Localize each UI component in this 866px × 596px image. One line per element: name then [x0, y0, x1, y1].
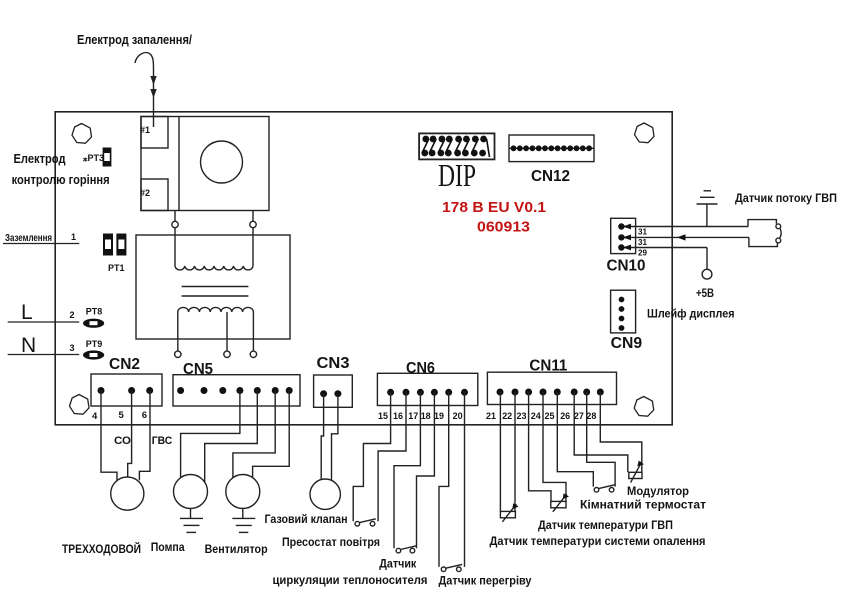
- svg-text:CN10: CN10: [607, 258, 646, 275]
- svg-text:17: 17: [408, 411, 418, 422]
- svg-text:ТРЕХХОДОВОЙ: ТРЕХХОДОВОЙ: [62, 541, 141, 556]
- svg-text:Електрод запалення/: Електрод запалення/: [77, 32, 192, 47]
- svg-text:циркуляции теплоносителя: циркуляции теплоносителя: [273, 573, 428, 587]
- svg-text:СО: СО: [114, 435, 131, 447]
- svg-text:Датчик: Датчик: [379, 557, 417, 571]
- svg-text:Заземлення: Заземлення: [5, 232, 52, 244]
- svg-text:Кімнатний термостат: Кімнатний термостат: [580, 498, 706, 512]
- svg-text:24: 24: [531, 411, 542, 422]
- svg-text:+5В: +5В: [696, 286, 714, 300]
- svg-text:3: 3: [70, 343, 75, 353]
- svg-text:Помпа: Помпа: [151, 540, 185, 554]
- svg-text:Модулятор: Модулятор: [627, 484, 689, 498]
- svg-text:N: N: [21, 334, 36, 357]
- svg-text:27: 27: [574, 411, 584, 422]
- svg-text:16: 16: [393, 411, 403, 422]
- svg-text:18: 18: [421, 411, 431, 422]
- svg-text:1: 1: [71, 232, 76, 242]
- svg-text:PT8: PT8: [86, 307, 103, 317]
- svg-text:29: 29: [638, 248, 647, 258]
- svg-text:L: L: [21, 301, 33, 324]
- svg-text:4: 4: [92, 411, 98, 422]
- svg-text:31: 31: [638, 227, 647, 237]
- svg-text:CN6: CN6: [406, 360, 435, 377]
- svg-text:CN2: CN2: [109, 356, 140, 373]
- svg-text:Електрод: Електрод: [14, 151, 67, 166]
- svg-text:Датчик температури ГВП: Датчик температури ГВП: [538, 518, 673, 532]
- svg-text:#1: #1: [140, 125, 150, 135]
- svg-text:Датчик перегріву: Датчик перегріву: [439, 574, 532, 588]
- svg-text:PT1: PT1: [108, 263, 125, 273]
- svg-text:Датчик потоку ГВП: Датчик потоку ГВП: [735, 191, 837, 205]
- svg-text:Пресостат повітря: Пресостат повітря: [282, 535, 380, 549]
- svg-text:Вентилятор: Вентилятор: [205, 542, 268, 556]
- svg-text:CN3: CN3: [317, 355, 350, 372]
- svg-text:20: 20: [453, 411, 463, 422]
- svg-text:26: 26: [560, 411, 570, 422]
- svg-text:22: 22: [502, 411, 512, 422]
- svg-text:31: 31: [638, 237, 647, 247]
- svg-text:178 В EU V0.1: 178 В EU V0.1: [442, 199, 546, 216]
- svg-text:28: 28: [586, 411, 596, 422]
- svg-text:23: 23: [517, 411, 527, 422]
- svg-text:Газовий клапан: Газовий клапан: [265, 512, 348, 526]
- svg-text:19: 19: [434, 411, 444, 422]
- svg-text:ГВС: ГВС: [152, 435, 173, 447]
- svg-text:Шлейф дисплея: Шлейф дисплея: [647, 307, 735, 321]
- svg-text:21: 21: [486, 411, 497, 422]
- svg-text:#2: #2: [140, 188, 150, 198]
- svg-text:CN5: CN5: [183, 361, 213, 378]
- svg-text:CN9: CN9: [611, 335, 643, 352]
- svg-text:Датчик температури системи опа: Датчик температури системи опалення: [490, 534, 706, 548]
- svg-text:PT9: PT9: [86, 339, 103, 349]
- svg-text:5: 5: [119, 410, 125, 421]
- svg-text:DIP: DIP: [438, 157, 476, 193]
- svg-text:CN11: CN11: [529, 358, 567, 375]
- svg-text:15: 15: [378, 411, 389, 422]
- svg-text:060913: 060913: [477, 219, 530, 236]
- svg-text:CN12: CN12: [531, 168, 570, 185]
- svg-text:контролю горіння: контролю горіння: [12, 172, 110, 187]
- svg-text:25: 25: [545, 411, 556, 422]
- svg-text:2: 2: [70, 310, 75, 320]
- svg-text:6: 6: [142, 410, 147, 421]
- svg-text:⁎PT3: ⁎PT3: [83, 153, 104, 163]
